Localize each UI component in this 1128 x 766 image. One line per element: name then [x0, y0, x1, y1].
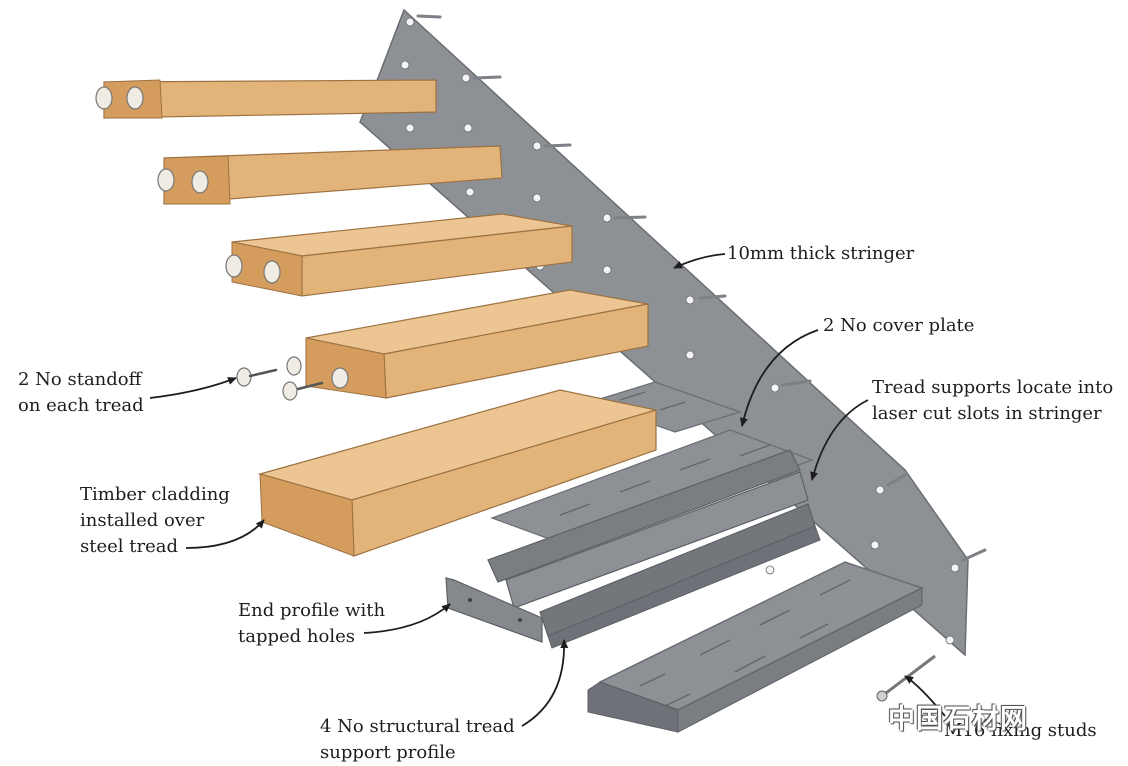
- bottom-steel-tread: [587, 561, 924, 733]
- label-standoff: 2 No standoff on each tread: [18, 369, 144, 416]
- label-tread-supports: Tread supports locate into laser cut slo…: [872, 377, 1114, 424]
- label-timber-cladding: Timber cladding installed over steel tre…: [80, 484, 230, 557]
- leader-lines: [149, 253, 946, 727]
- stringer-plate: [359, 8, 987, 657]
- label-end-profile: End profile with tapped holes: [238, 600, 386, 647]
- label-stringer: 10mm thick stringer: [727, 243, 915, 264]
- timber-tread-5: [257, 389, 657, 557]
- standoff-bolts: [95, 86, 349, 401]
- label-support-profile: 4 No structural tread support profile: [320, 716, 515, 763]
- label-fixing-studs: M16 fixing studs: [944, 720, 1097, 741]
- end-profile: [445, 577, 543, 643]
- stringer-holes: [400, 17, 960, 645]
- timber-tread-1: [103, 79, 437, 119]
- timber-tread-3: [231, 213, 573, 297]
- fixing-bolts: [416, 14, 987, 562]
- label-cover-plate: 2 No cover plate: [823, 315, 975, 336]
- watermark-logo: 中国石材网: [888, 704, 1028, 735]
- timber-tread-4: [305, 289, 649, 399]
- support-profiles: [487, 449, 821, 649]
